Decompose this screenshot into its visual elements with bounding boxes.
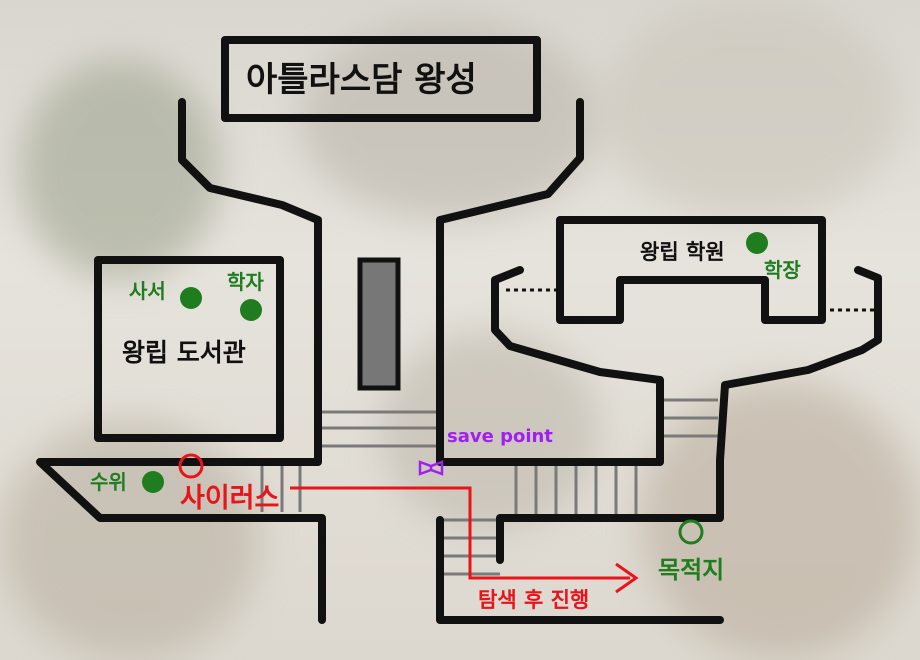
- cyrus-label: 사이러스: [180, 483, 280, 514]
- headmaster-marker: [746, 232, 768, 254]
- librarian-marker: [180, 287, 202, 309]
- goal-label: 목적지: [658, 556, 725, 584]
- central-pillar: [357, 257, 401, 391]
- map-title: 아틀라스담 왕성: [246, 60, 477, 100]
- guard-marker: [142, 471, 164, 493]
- library-wall: [94, 256, 284, 442]
- goal-marker: [678, 519, 704, 545]
- save-point-label: save point: [447, 426, 553, 447]
- route: [290, 486, 639, 594]
- scholar-marker: [240, 299, 262, 321]
- book-icon: [418, 460, 444, 476]
- library-label: 왕립 도서관: [122, 338, 246, 367]
- title-frame: [221, 36, 541, 122]
- walls: [36, 98, 882, 624]
- academy-wall: [556, 216, 826, 324]
- academy-label: 왕립 학원: [640, 240, 725, 264]
- librarian-label: 사서: [129, 279, 166, 303]
- route-label: 탐색 후 진행: [478, 588, 590, 612]
- guard-label: 수위: [90, 470, 127, 494]
- headmaster-label: 학장: [764, 258, 801, 282]
- cyrus-marker: [178, 453, 204, 479]
- scholar-label: 학자: [227, 270, 264, 294]
